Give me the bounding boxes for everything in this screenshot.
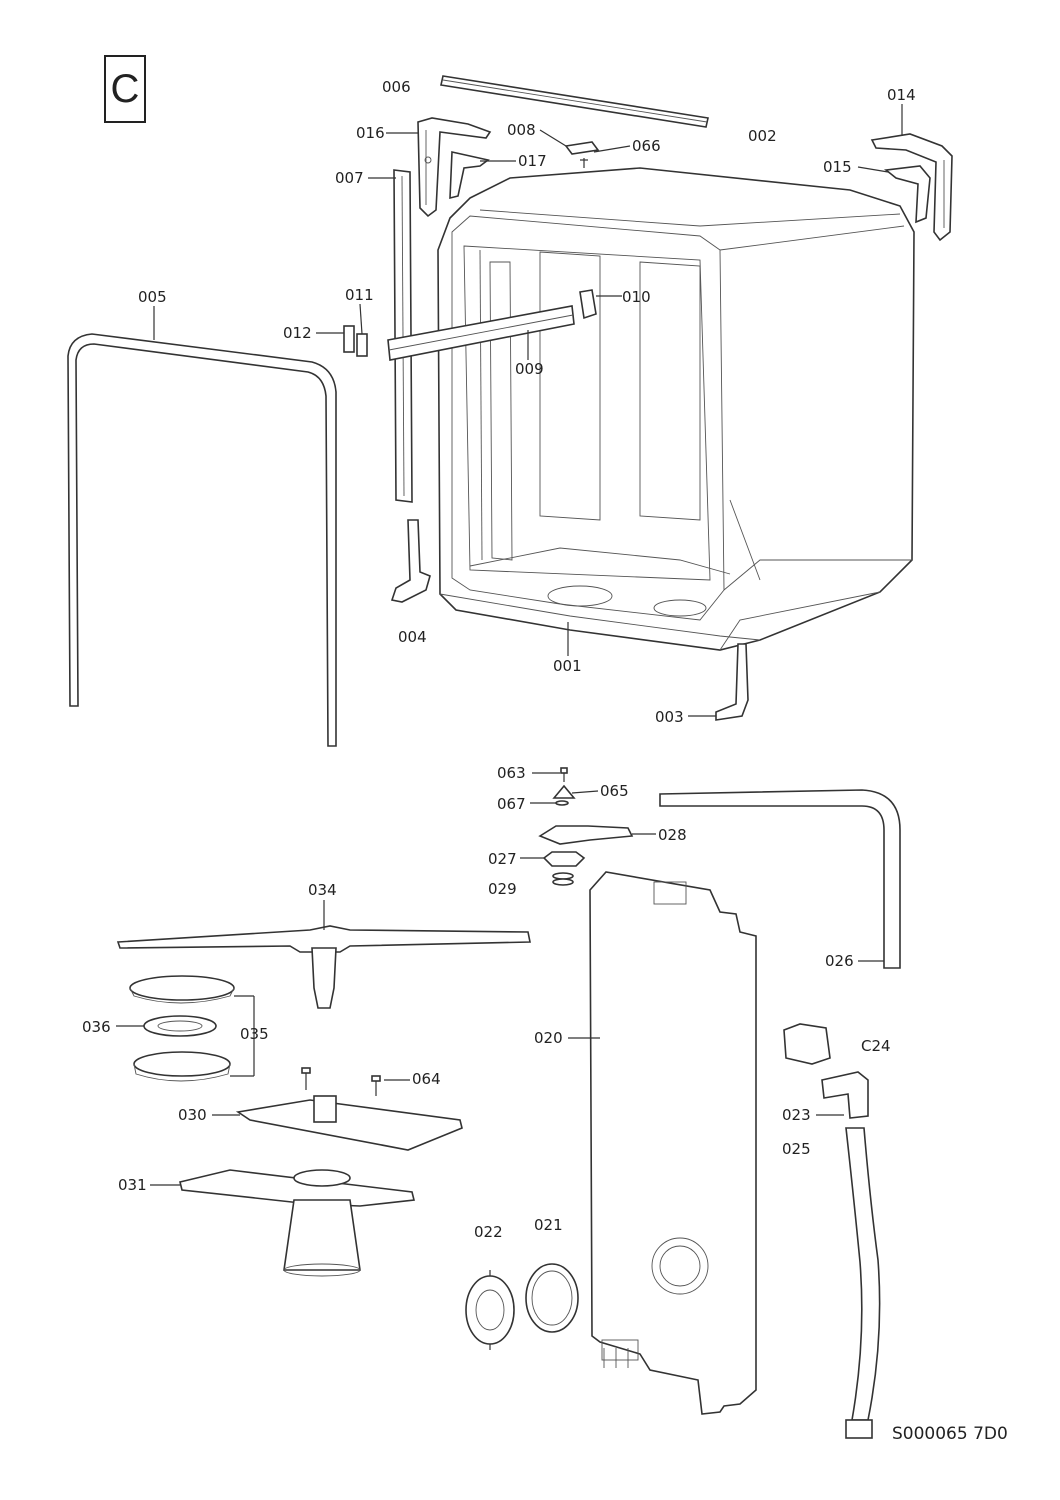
label-066: 066	[632, 137, 661, 155]
label-036: 036	[82, 1018, 111, 1036]
part-035-housing-top	[129, 975, 235, 1004]
part-009-cross-bar	[387, 305, 575, 361]
label-026: 026	[825, 952, 854, 970]
label-009: 009	[515, 360, 544, 378]
label-035: 035	[240, 1025, 269, 1043]
label-065: 065	[600, 782, 629, 800]
label-063: 063	[497, 764, 526, 782]
label-021: 021	[534, 1216, 563, 1234]
label-034: 034	[308, 881, 337, 899]
label-022: 022	[474, 1223, 503, 1241]
part-028-arm	[538, 825, 634, 845]
part-034-spray-arm	[116, 925, 531, 1009]
part-010-clip	[579, 289, 597, 320]
part-014-hinge-bracket-right	[870, 133, 953, 242]
label-008: 008	[507, 121, 536, 139]
part-024-coupling	[783, 1023, 831, 1065]
label-006: 006	[382, 78, 411, 96]
part-015-bracket	[884, 165, 931, 224]
label-023: 023	[782, 1106, 811, 1124]
part-063-screw	[560, 767, 568, 782]
section-label: C	[104, 55, 146, 123]
label-002: 002	[748, 127, 777, 145]
part-006-top-rail	[440, 75, 709, 128]
part-065-cap	[552, 784, 576, 799]
part-035-housing-bottom	[133, 1051, 231, 1082]
drawing-code: S000065 7D0	[892, 1424, 1008, 1444]
part-067-washer	[555, 800, 569, 806]
label-001: 001	[553, 657, 582, 675]
label-007: 007	[335, 169, 364, 187]
label-010: 010	[622, 288, 651, 306]
part-064-screw	[301, 1067, 381, 1096]
label-017: 017	[518, 152, 547, 170]
part-021-ring	[525, 1263, 579, 1333]
label-030: 030	[178, 1106, 207, 1124]
part-003-foot	[715, 643, 749, 721]
part-008-clip	[564, 141, 600, 155]
part-023-elbow	[821, 1071, 869, 1119]
label-031: 031	[118, 1176, 147, 1194]
label-004: 004	[398, 628, 427, 646]
label-028: 028	[658, 826, 687, 844]
part-026-hose	[659, 789, 901, 969]
label-029: 029	[488, 880, 517, 898]
label-003: 003	[655, 708, 684, 726]
label-015: 015	[823, 158, 852, 176]
label-064: 064	[412, 1070, 441, 1088]
label-016: 016	[356, 124, 385, 142]
part-002-tub	[437, 167, 915, 651]
part-025-drain-hose	[845, 1127, 881, 1439]
label-011: 011	[345, 286, 374, 304]
part-022-strainer	[465, 1270, 515, 1350]
part-004-foot	[390, 519, 431, 603]
part-031-sump	[179, 1169, 415, 1277]
leader-lines	[116, 104, 903, 1186]
label-024: C24	[861, 1037, 891, 1055]
label-005: 005	[138, 288, 167, 306]
part-029-ring	[552, 872, 574, 886]
part-030-filter-plate	[235, 1095, 463, 1151]
label-067: 067	[497, 795, 526, 813]
label-020: 020	[534, 1029, 563, 1047]
label-012: 012	[283, 324, 312, 342]
part-011-clip	[356, 333, 368, 357]
label-014: 014	[887, 86, 916, 104]
part-027-nut	[542, 851, 586, 867]
part-016-hinge-bracket-left	[417, 117, 492, 218]
part-007-side-strip	[393, 169, 413, 503]
part-017-bracket	[449, 151, 490, 200]
label-025: 025	[782, 1140, 811, 1158]
part-036-seal-ring	[143, 1015, 217, 1037]
part-005-door-seal	[67, 333, 337, 747]
part-066-screw	[580, 158, 588, 168]
part-012-clip	[343, 325, 355, 353]
label-027: 027	[488, 850, 517, 868]
part-020-side-panel	[589, 871, 757, 1415]
